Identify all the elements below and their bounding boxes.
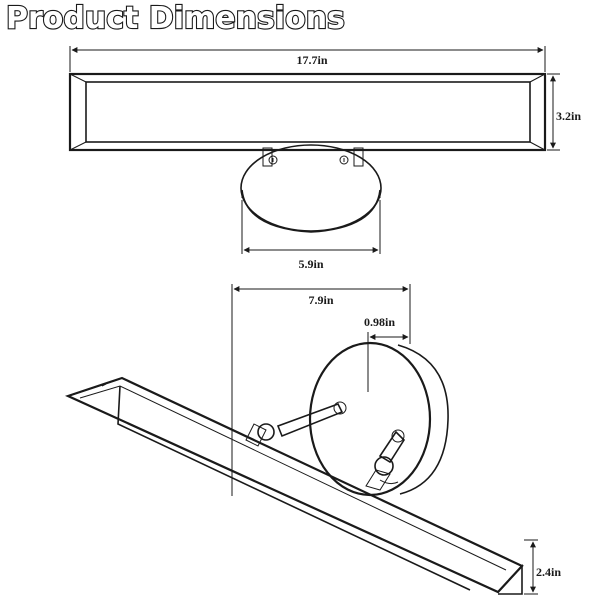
shade-depth-label: 2.4in xyxy=(536,565,561,579)
perspective-view: 7.9in 0.98in 2.4in xyxy=(64,284,561,595)
backplate-diameter-label: 5.9in xyxy=(298,257,323,271)
backplate-depth-dimension: 0.98in xyxy=(364,315,409,392)
perspective-backplate xyxy=(308,341,449,497)
front-view: 17.7in 3.2in 5.9in xyxy=(68,46,581,271)
front-light-bar xyxy=(68,72,547,152)
perspective-arms xyxy=(245,403,406,491)
height-dimension: 3.2in xyxy=(547,73,581,151)
height-label: 3.2in xyxy=(556,109,581,123)
backplate-diameter-dimension: 5.9in xyxy=(241,200,381,271)
width-label: 17.7in xyxy=(296,53,327,67)
backplate-depth-label: 0.98in xyxy=(364,315,395,329)
extension-label: 7.9in xyxy=(308,293,333,307)
shade-depth-dimension: 2.4in xyxy=(524,539,561,595)
extension-dimension: 7.9in xyxy=(231,284,411,496)
front-backplate xyxy=(240,144,382,233)
perspective-light-bar xyxy=(64,376,524,595)
page-title: Product Dimensions xyxy=(6,1,345,36)
width-dimension: 17.7in xyxy=(69,46,546,72)
